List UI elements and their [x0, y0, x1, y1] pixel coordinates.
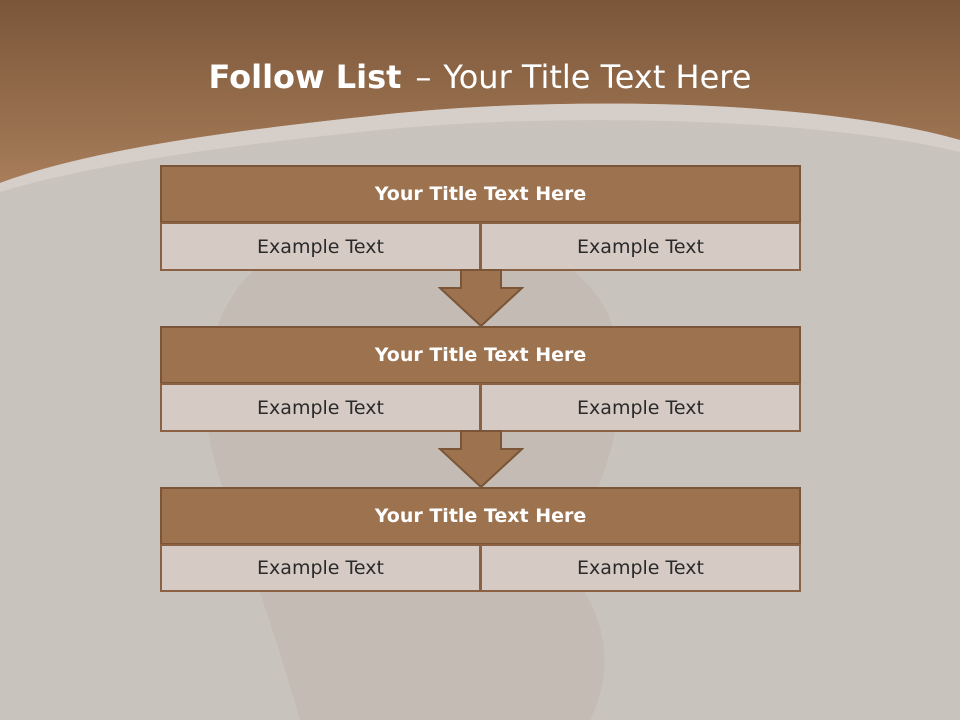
step-title: Your Title Text Here [160, 165, 801, 223]
down-arrow-icon [438, 269, 524, 328]
step-cell-left: Example Text [160, 222, 481, 271]
step-cell-right: Example Text [480, 544, 801, 592]
step-cell-left: Example Text [160, 383, 481, 432]
step-cell-left: Example Text [160, 544, 481, 592]
slide-title-bold: Follow List [208, 58, 402, 96]
slide-title: Follow List–Your Title Text Here [0, 52, 960, 102]
step-cell-right: Example Text [480, 222, 801, 271]
step-title: Your Title Text Here [160, 487, 801, 545]
header-band [0, 0, 960, 183]
step-cell-right: Example Text [480, 383, 801, 432]
slide-title-rest: Your Title Text Here [443, 58, 752, 96]
down-arrow-icon [438, 430, 524, 489]
header-swoosh [0, 103, 960, 192]
step-title: Your Title Text Here [160, 326, 801, 384]
slide-title-separator: – [415, 58, 432, 96]
